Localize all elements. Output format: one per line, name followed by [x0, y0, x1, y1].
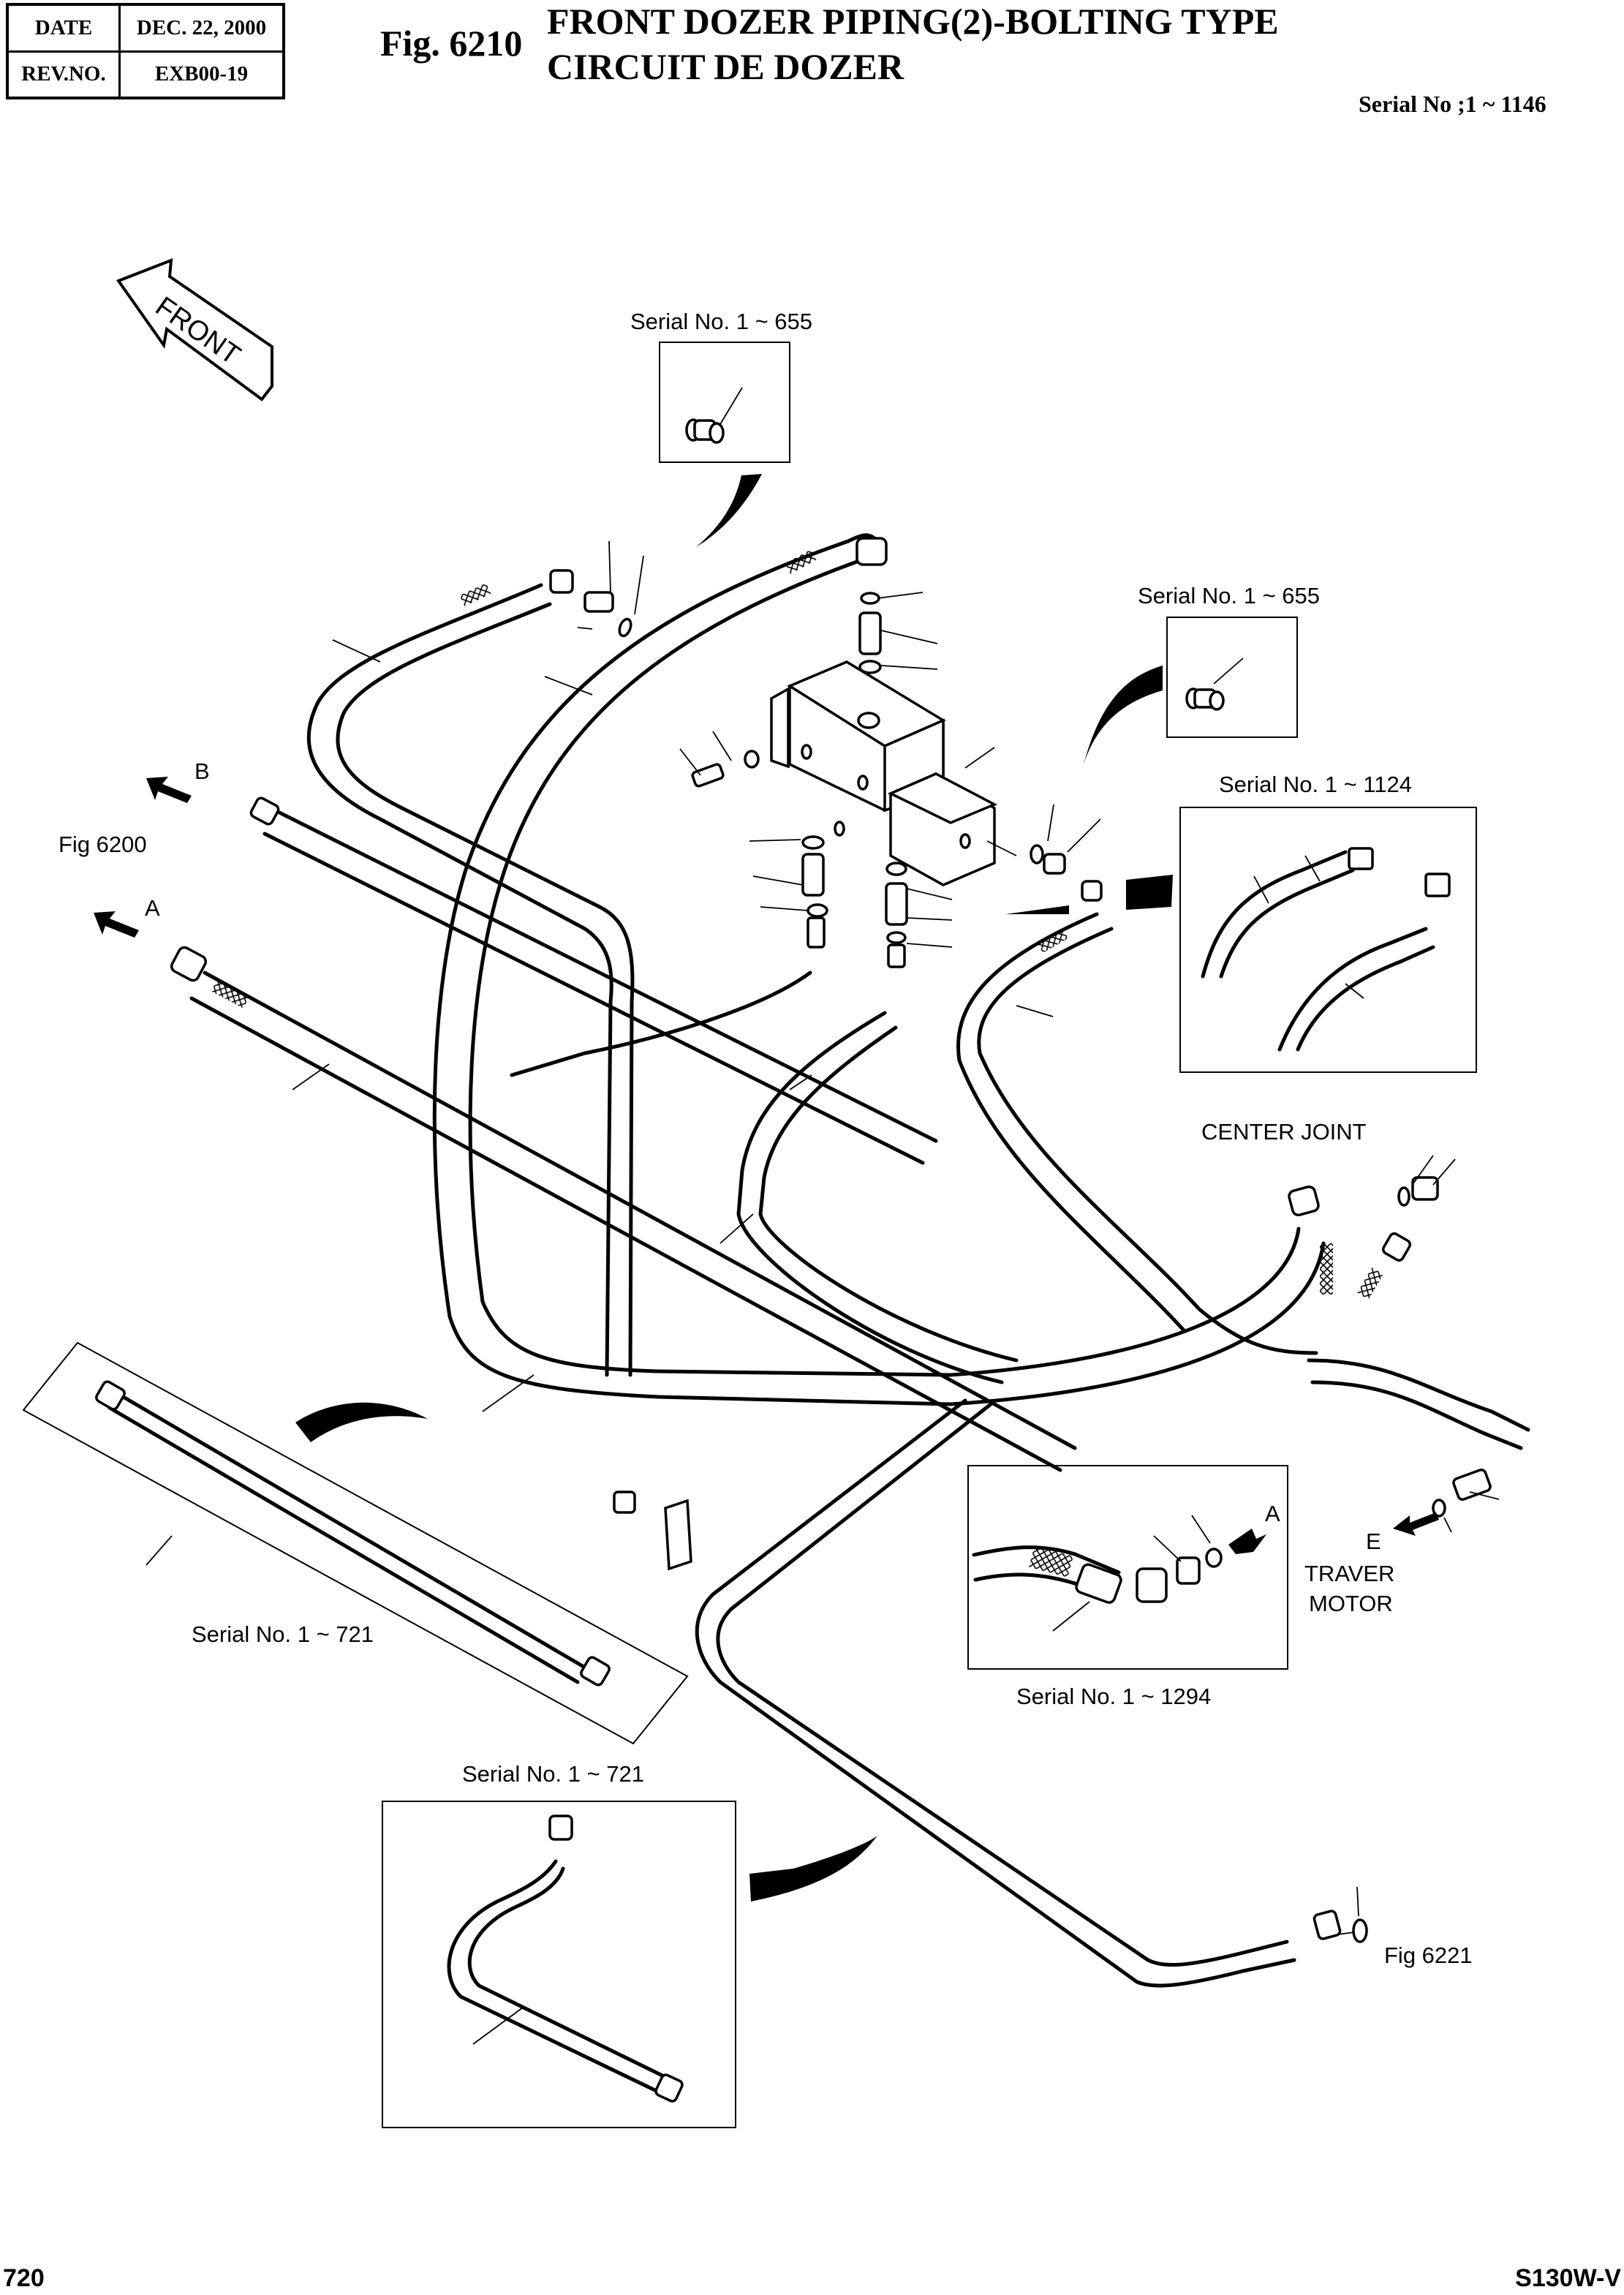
port-b-label: B [194, 758, 210, 784]
port-arrows [94, 777, 1439, 1536]
inset-port-a-label: A [1265, 1501, 1280, 1526]
figure-title-english: FRONT DOZER PIPING(2)-BOLTING TYPE [547, 1, 1279, 42]
main-hose-routing [189, 533, 1530, 1988]
revision-value: EXB00-19 [118, 50, 285, 99]
fig-6200-reference: Fig 6200 [58, 832, 147, 857]
arrow-to-inset-a-icon [1228, 1529, 1266, 1554]
date-value: DEC. 22, 2000 [118, 3, 285, 53]
inset-elbow-1294-caption: Serial No. 1 ~ 1294 [1016, 1684, 1211, 1709]
revision-table: DATE DEC. 22, 2000 REV.NO. EXB00-19 [6, 3, 285, 99]
model-code: S130W-V [1515, 2264, 1621, 2292]
serial-range: Serial No ;1 ~ 1146 [1359, 91, 1546, 117]
inset-hose-721-bent: Serial No. 1 ~ 721 [382, 1761, 736, 2128]
small-fittings-and-orings [583, 591, 1492, 1943]
arrow-to-a-icon [94, 911, 139, 938]
arrow-to-b-icon [146, 777, 192, 803]
adapter-fitting-icon [685, 418, 725, 444]
callout-arrow-icon [1084, 666, 1163, 764]
inset-top-adapter: Serial No. 1 ~ 655 [630, 309, 812, 463]
inset-right-adapter: Serial No. 1 ~ 655 [1138, 583, 1320, 738]
dozer-valve-block [770, 660, 998, 886]
port-a-label: A [145, 895, 160, 921]
callout-arrow-icon [295, 1402, 428, 1442]
inset-hoses-1124-caption: Serial No. 1 ~ 1124 [1219, 772, 1412, 797]
figure-number: Fig. 6210 [380, 23, 523, 64]
figure-title-french: CIRCUIT DE DOZER [547, 46, 904, 87]
leader-lines [292, 540, 1500, 1935]
inset-hose-721-long-caption: Serial No. 1 ~ 721 [192, 1621, 374, 1647]
hose-end-fittings [170, 537, 1412, 1940]
revision-label: REV.NO. [6, 50, 121, 99]
inset-hose-721-bent-caption: Serial No. 1 ~ 721 [462, 1761, 644, 1787]
date-label: DATE [6, 3, 121, 53]
inset-hoses-1124: Serial No. 1 ~ 1124 [1179, 772, 1477, 1073]
callout-arrow-icon [696, 474, 762, 547]
port-e-label: E [1366, 1529, 1381, 1554]
inset-hose-721-long: Serial No. 1 ~ 721 [22, 1341, 689, 1745]
arrow-to-e-icon [1393, 1512, 1439, 1536]
adapter-fitting-icon [1185, 687, 1225, 711]
callout-arrow-icon [749, 1836, 877, 1902]
callout-arrow-icon [1126, 875, 1173, 910]
inset-elbow-1294: A Serial No. 1 ~ 1294 [967, 1465, 1288, 1709]
inset-right-adapter-caption: Serial No. 1 ~ 655 [1138, 583, 1320, 608]
front-direction-arrow-icon: FRONT [116, 257, 273, 402]
callout-arrow-icon [1005, 905, 1069, 914]
inset-top-adapter-caption: Serial No. 1 ~ 655 [630, 309, 812, 334]
page-number: 720 [3, 2264, 45, 2292]
traver-motor-label-line1: TRAVER [1304, 1561, 1394, 1586]
traver-motor-label-line2: MOTOR [1309, 1591, 1393, 1616]
center-joint-label: CENTER JOINT [1201, 1119, 1367, 1145]
fig-6221-reference: Fig 6221 [1384, 1942, 1473, 1968]
